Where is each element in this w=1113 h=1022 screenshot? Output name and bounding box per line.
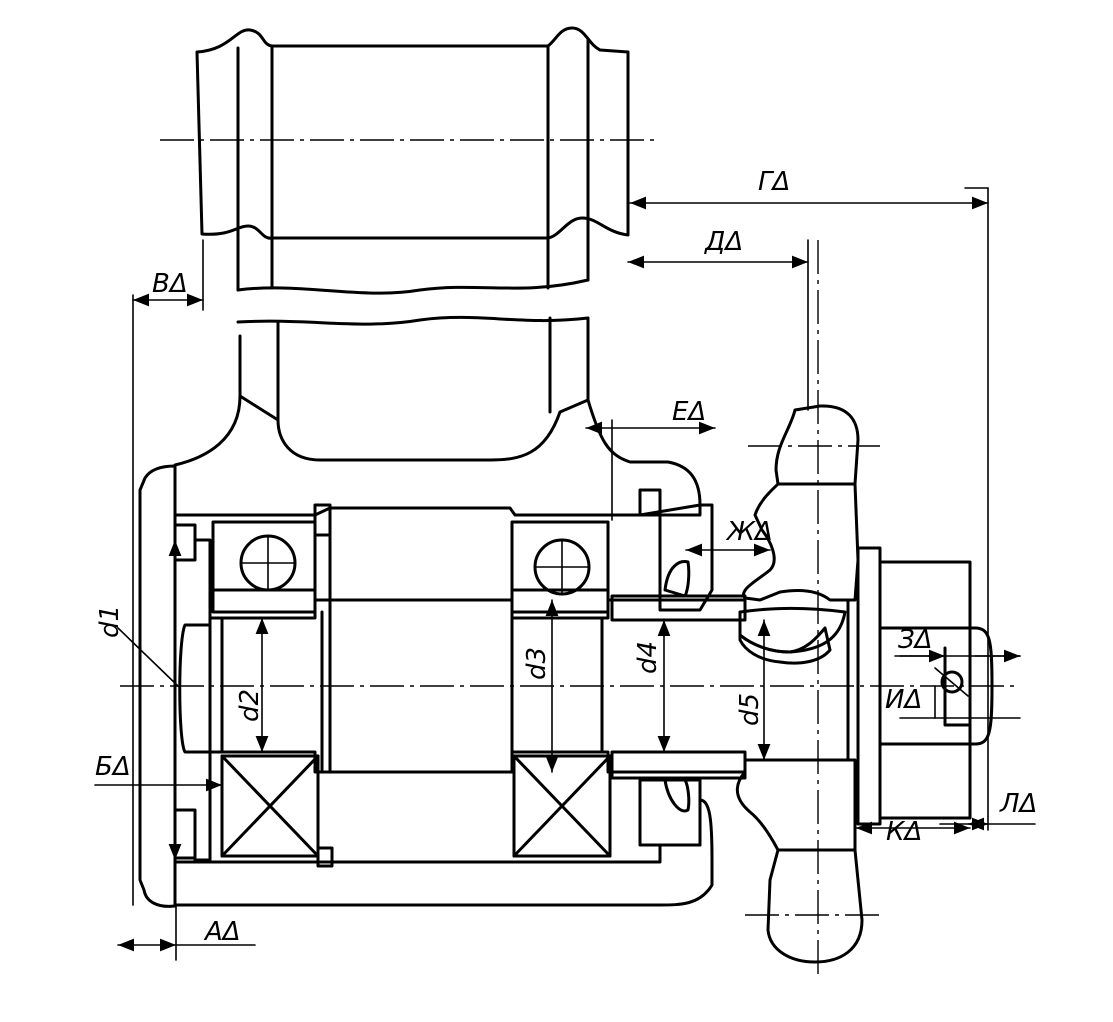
bearing-right-top <box>510 520 610 614</box>
bearing-left-top <box>211 520 317 614</box>
label-z: ЗΔ <box>898 625 932 655</box>
hand-wheel <box>735 240 994 975</box>
bearing-right-bottom <box>512 754 612 858</box>
label-d: ДΔ <box>704 227 743 257</box>
dimensions <box>94 187 1036 961</box>
label-d2: d2 <box>235 689 265 722</box>
label-g: ГΔ <box>758 167 790 197</box>
shaft <box>120 598 1020 774</box>
label-d3: d3 <box>522 647 552 680</box>
label-k: КΔ <box>886 817 922 847</box>
label-d1: d1 <box>95 605 125 638</box>
labels: ГΔ ДΔ ВΔ ЕΔ ЖΔ ЗΔ ИΔ КΔ ЛΔ БΔ АΔ d1 d2 d… <box>95 167 1037 947</box>
pin <box>934 646 970 727</box>
label-v: ВΔ <box>152 269 188 299</box>
label-l: ЛΔ <box>999 789 1037 819</box>
label-a: АΔ <box>203 917 241 947</box>
label-d5: d5 <box>735 693 765 726</box>
label-i: ИΔ <box>885 685 922 715</box>
end-cover <box>138 464 212 908</box>
label-d4: d4 <box>633 641 663 674</box>
label-b: БΔ <box>95 752 131 782</box>
bushing <box>610 560 747 813</box>
frame-upper <box>160 26 660 295</box>
label-e: ЕΔ <box>672 397 706 427</box>
label-zh: ЖΔ <box>725 517 773 547</box>
bearing-left-bottom <box>220 754 320 858</box>
